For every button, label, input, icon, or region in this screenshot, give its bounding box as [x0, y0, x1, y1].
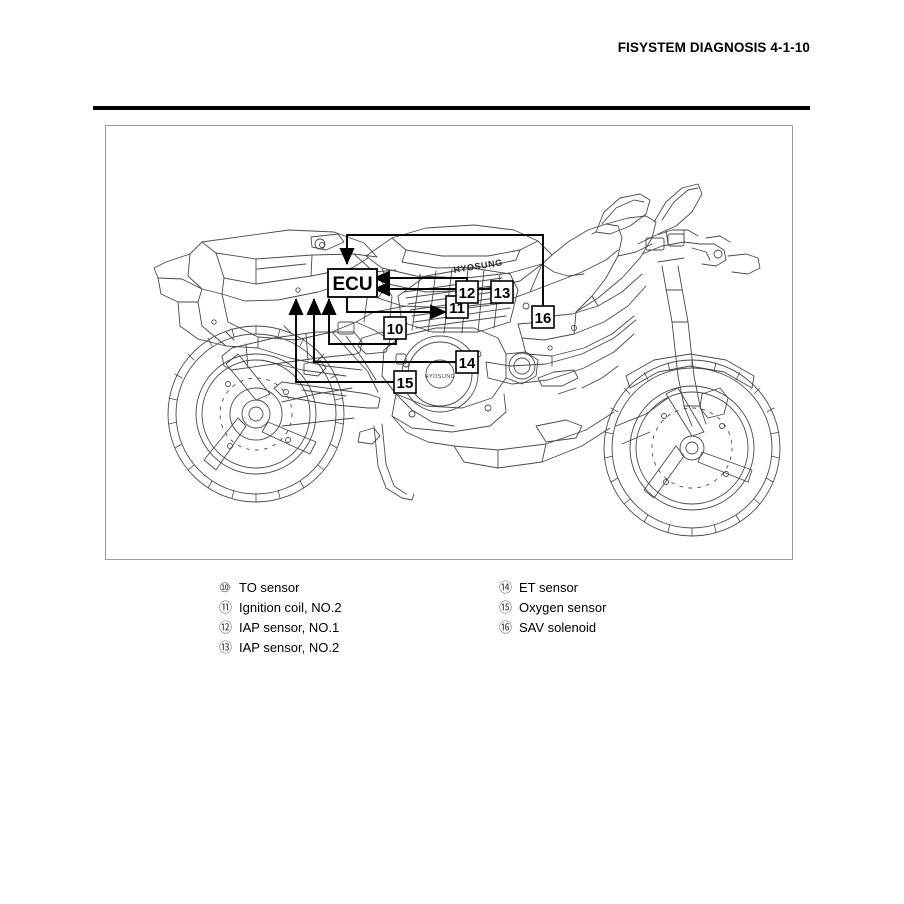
- legend-marker: ⑫: [219, 620, 233, 635]
- svg-text:11: 11: [449, 300, 465, 317]
- front-wheel: [603, 359, 781, 537]
- legend-item: ⑯ SAV solenoid: [499, 618, 606, 638]
- svg-text:12: 12: [459, 285, 476, 302]
- handlebar-area: [637, 229, 761, 275]
- callout-13: 13: [490, 280, 514, 304]
- motorcycle-fi-diagram: HYOSUNG HYOSUNG ECU: [153, 183, 781, 537]
- leader-11: [346, 297, 447, 320]
- callout-15: 15: [393, 370, 417, 394]
- legend-marker: ⑮: [499, 600, 513, 615]
- legend-marker: ⑬: [219, 640, 233, 655]
- legend-item: ⑮ Oxygen sensor: [499, 598, 606, 618]
- callout-boxes: 10 11 12 13 14 15: [383, 280, 555, 394]
- svg-text:13: 13: [494, 285, 511, 302]
- legend-item: ⑬ IAP sensor, NO.2: [219, 638, 342, 658]
- front-wheel-tread: [604, 359, 780, 537]
- swingarm: [273, 381, 381, 409]
- belly-pan: [453, 411, 615, 469]
- rear-wheel: [167, 325, 345, 503]
- side-stand: [373, 423, 415, 501]
- svg-text:10: 10: [387, 321, 404, 338]
- legend-marker: ⑯: [499, 620, 513, 635]
- front-forks: [657, 257, 707, 427]
- leader-14: [306, 298, 456, 363]
- legend-label: Oxygen sensor: [519, 600, 607, 615]
- legend-item: ⑩ TO sensor: [219, 578, 342, 598]
- footpeg: [357, 427, 381, 445]
- callout-10: 10: [383, 316, 407, 340]
- header-divider: [93, 106, 810, 110]
- misc-detail: [557, 365, 669, 445]
- front-brake-caliper: [699, 387, 729, 419]
- legend-label: SAV solenoid: [519, 620, 597, 635]
- svg-text:15: 15: [397, 375, 414, 392]
- legend-column-left: ⑩ TO sensor ⑪ Ignition coil, NO.2 ⑫ IAP …: [219, 578, 342, 658]
- legend-label: IAP sensor, NO.1: [239, 620, 340, 635]
- legend-column-right: ⑭ ET sensor ⑮ Oxygen sensor ⑯ SAV soleno…: [499, 578, 606, 638]
- svg-text:14: 14: [459, 355, 476, 372]
- engine-brand-text: HYOSUNG: [425, 374, 456, 380]
- svg-text:ECU: ECU: [332, 274, 372, 295]
- legend-label: TO sensor: [239, 580, 300, 595]
- legend-label: ET sensor: [519, 580, 579, 595]
- legend-item: ⑪ Ignition coil, NO.2: [219, 598, 342, 618]
- svg-text:16: 16: [535, 310, 552, 327]
- rear-wheel-tread: [168, 325, 344, 503]
- leader-15: [288, 298, 394, 383]
- ecu-box: ECU: [327, 268, 378, 298]
- page-title: FISYSTEM DIAGNOSIS 4-1-10: [617, 40, 810, 55]
- page-header: FISYSTEM DIAGNOSIS 4-1-10: [0, 40, 904, 110]
- legend-label: IAP sensor, NO.2: [239, 640, 340, 655]
- callout-16: 16: [531, 305, 555, 329]
- tank-brand-text: HYOSUNG: [453, 257, 504, 275]
- rear-sprocket: [229, 387, 355, 441]
- legend-item: ⑫ IAP sensor, NO.1: [219, 618, 342, 638]
- mirror: [591, 193, 651, 235]
- leader-16: [339, 234, 544, 322]
- legend-marker: ⑪: [219, 600, 233, 615]
- figure-frame: HYOSUNG HYOSUNG ECU: [105, 125, 793, 560]
- callout-14: 14: [455, 350, 479, 374]
- legend-marker: ⑭: [499, 580, 513, 595]
- rear-tail-section: [153, 229, 378, 349]
- callout-12: 12: [455, 280, 479, 304]
- windscreen: [653, 183, 703, 235]
- legend-item: ⑭ ET sensor: [499, 578, 606, 598]
- legend-label: Ignition coil, NO.2: [239, 600, 342, 615]
- legend-marker: ⑩: [219, 580, 231, 595]
- sensor-components: [303, 321, 391, 377]
